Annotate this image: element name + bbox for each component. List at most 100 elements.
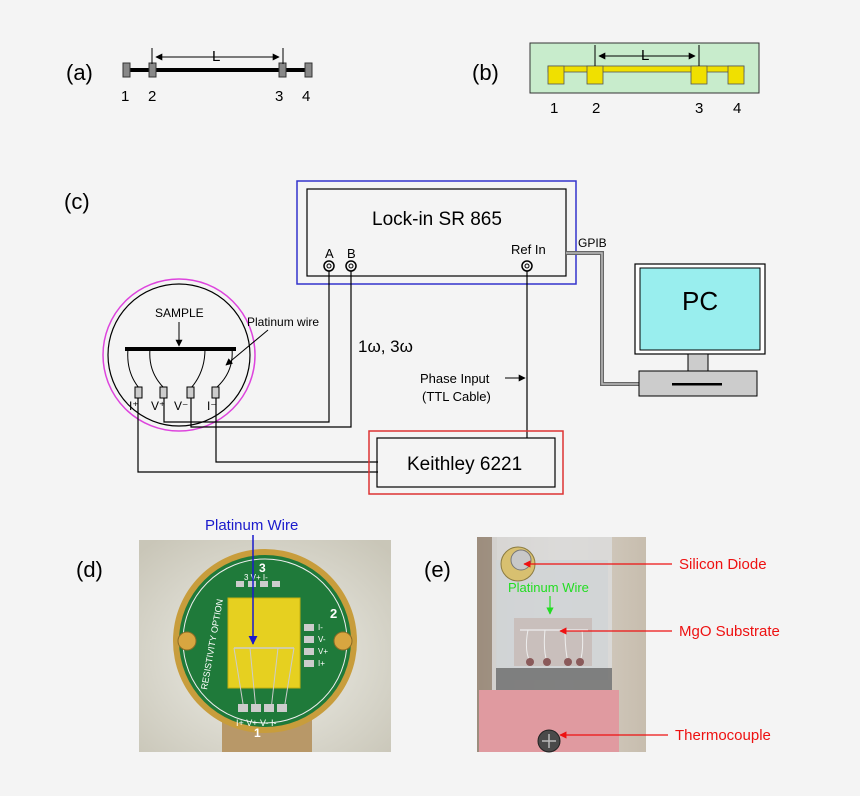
platinum-wire-label: Platinum wire [247,315,319,329]
pad-top-2 [248,581,256,587]
wire-to-port-a [163,271,330,423]
panel-b-num-4: 4 [733,100,741,117]
phase-input-label: Phase Input [420,371,490,386]
platinum-wire-annotation-d: Platinum Wire [205,517,298,534]
panel-a: (a) L 1 2 3 4 [66,48,313,105]
lockin-port-a-label: A [325,246,334,261]
panel-b-num-1: 1 [550,100,558,117]
silicon-diode-cap [510,549,532,571]
bond-wires-e [525,629,584,663]
panel-b-pad-4 [727,65,745,85]
board-pads-bottom-label: I+ V+ V- I- [236,718,277,728]
board-side-label-3: V+ [318,647,328,656]
wire-i-minus [215,348,233,389]
solder-4 [576,658,584,666]
panel-a-num-3: 3 [275,88,283,105]
solder-3 [564,658,572,666]
panel-b-length-label: L [641,47,649,64]
panel-b-label: (b) [472,60,499,85]
keithley-label: Keithley 6221 [407,454,522,475]
panel-c-label: (c) [64,189,90,214]
pad-bottom-3 [264,704,274,712]
pad-top-4 [272,581,280,587]
pad-bottom-1 [238,704,248,712]
pin-label-v-minus: V⁻ [174,399,188,413]
panel-b: (b) L 1 2 3 4 [472,42,760,117]
board-number-bottom: 1 [254,726,261,740]
wire-i-minus-to-keithley [215,398,378,463]
panel-a-num-2: 2 [148,88,156,105]
bond-wires-d [233,647,295,711]
pad-bottom-4 [277,704,287,712]
sample-substrate-d [227,597,301,689]
lockin-port-b-label: B [347,246,356,261]
pad-side-4 [304,660,314,667]
sample-chamber-inner [107,283,251,427]
puck-screw-left [177,631,197,651]
gpib-label: GPIB [578,236,607,250]
board-side-label-2: V- [318,635,326,644]
ref-in-connector-inner [524,263,530,269]
silicon-diode-label: Silicon Diode [679,556,767,573]
pads-side-d [304,624,314,667]
platinum-wire-arrow [225,329,269,366]
panel-b-num-3: 3 [695,100,703,117]
ttl-cable-label: (TTL Cable) [422,389,491,404]
solder-2 [543,658,551,666]
panel-a-length-label: L [212,48,220,65]
pin-v-plus [159,386,168,399]
lockin-outer-frame [296,180,577,285]
board-side-label-1: I- [318,623,323,632]
board-pads-top-label: 3 V+ I- [244,573,268,582]
pad-side-3 [304,648,314,655]
gpib-cable-highlight [566,252,640,385]
panel-b-pad-1 [547,65,565,85]
keithley-outer-frame [368,430,564,495]
sample-label: SAMPLE [155,306,204,320]
mgo-substrate [514,618,592,666]
pin-label-i-minus: I⁻ [207,399,217,413]
wire-i-plus [127,348,140,389]
pin-label-i-plus: I⁺ [129,399,139,413]
pin-v-minus [186,386,195,399]
pc-screen [639,267,761,351]
port-b-connector [345,260,357,272]
board-side-label-4: I+ [318,659,325,668]
pads-bottom-d [238,704,287,712]
panel-d-label: (d) [76,557,103,582]
panel-b-num-2: 2 [592,100,600,117]
panel-e: (e) Platinum Wire Silicon Diode MgO Subs… [424,537,780,753]
lockin-title: Lock-in SR 865 [372,209,502,230]
panel-b-pad-3 [690,65,708,85]
panel-d: (d) 3 1 2 I+ V+ V- I [76,517,391,752]
panel-a-label: (a) [66,60,93,85]
pc-base [638,370,758,397]
port-a-connector-inner [326,263,332,269]
solder-1 [526,658,534,666]
lockin-box [306,188,567,277]
pad-side-2 [304,636,314,643]
panel-c: (c) Lock-in SR 865 A B Ref In GPIB PC SA… [64,180,766,495]
panel-b-strip [547,65,745,73]
ref-in-connector [521,260,533,272]
wire-i-plus-to-keithley [137,398,378,473]
panel-a-num-4: 4 [302,88,310,105]
pad-top-1 [236,581,244,587]
thermocouple-label: Thermocouple [675,727,771,744]
panel-a-contact-4 [304,62,313,78]
pad-bottom-2 [251,704,261,712]
sample-chamber-outer [102,278,256,432]
panel-b-pad-2 [586,65,604,85]
platinum-wire-annotation-e: Platinum Wire [508,580,589,595]
port-a-connector [323,260,335,272]
panel-a-contact-1 [122,62,131,78]
pads-top-d [236,581,280,587]
board-number-side: 2 [330,606,337,621]
panel-a-num-1: 1 [121,88,129,105]
pin-i-minus [211,386,220,399]
panel-e-label: (e) [424,557,451,582]
wire-v-minus [190,348,206,389]
pin-i-plus [134,386,143,399]
